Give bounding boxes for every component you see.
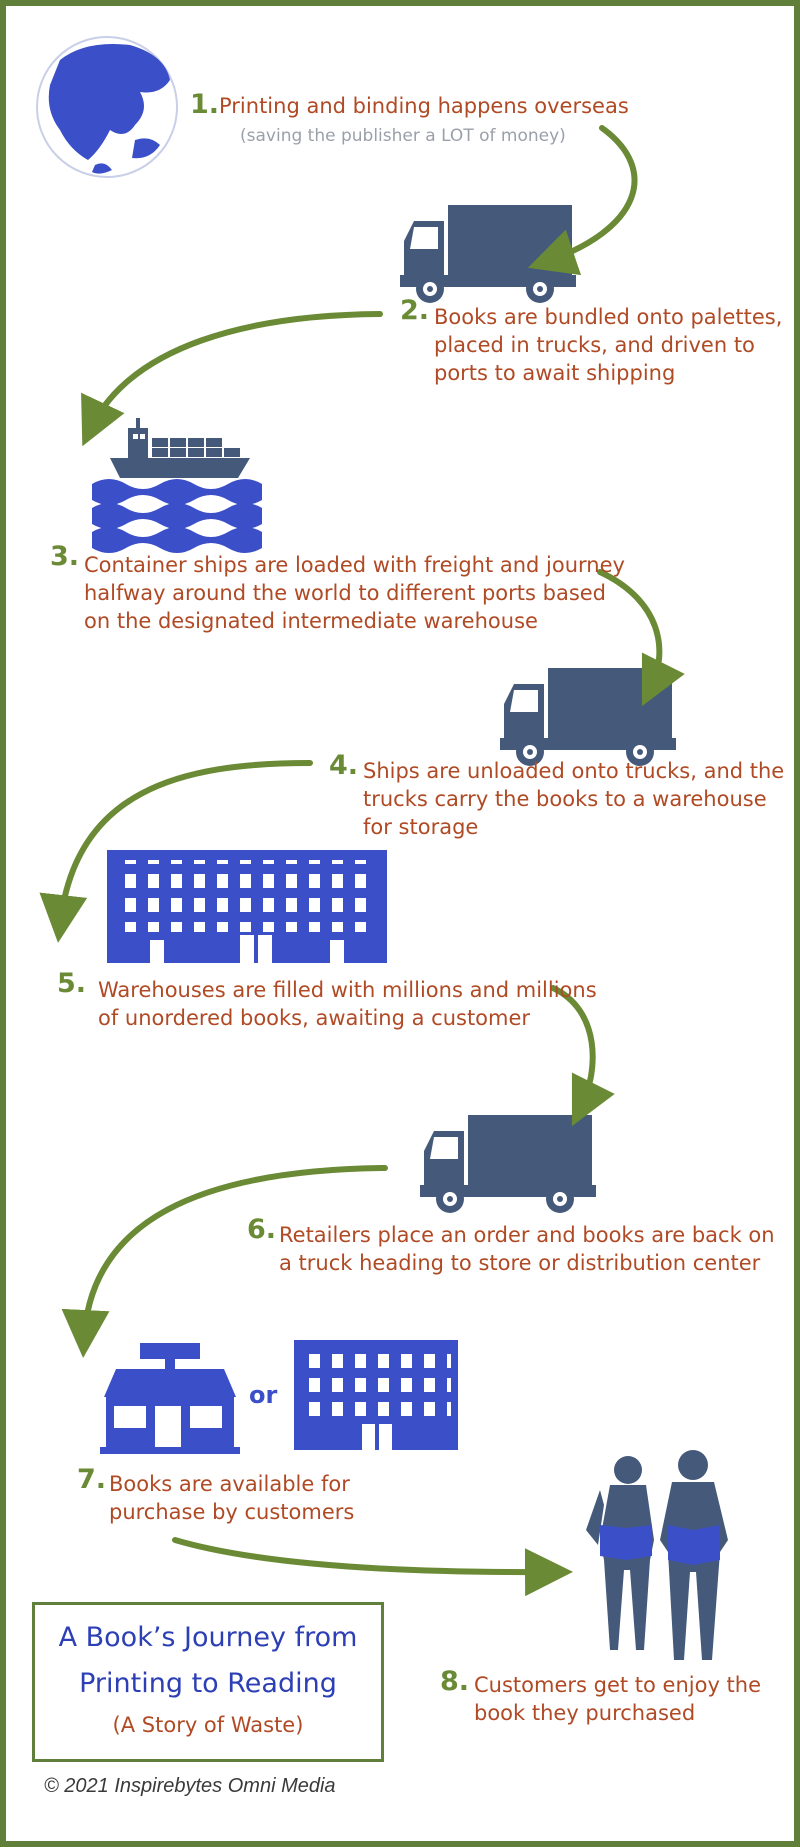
- step-text: placed in trucks, and driven to: [434, 333, 755, 357]
- storefront-icon: [100, 1343, 240, 1454]
- step-text: Books are bundled onto palettes,: [434, 305, 783, 329]
- step-number: 4.: [329, 750, 359, 781]
- step-number: 8.: [440, 1666, 470, 1697]
- people-reading-icon: [586, 1450, 728, 1660]
- truck-icon: [400, 205, 576, 303]
- step-text: of unordered books, awaiting a customer: [98, 1006, 531, 1030]
- flow-arrow: [61, 1165, 388, 1358]
- step-number: 7.: [77, 1464, 107, 1495]
- or-label: or: [249, 1381, 278, 1409]
- warehouse-icon: [294, 1340, 458, 1450]
- step-number: 6.: [247, 1214, 277, 1245]
- step-text: Container ships are loaded with freight …: [84, 553, 625, 577]
- truck-icon: [500, 668, 676, 766]
- step-text: Retailers place an order and books are b…: [279, 1223, 775, 1247]
- step-text: Books are available for: [109, 1472, 350, 1496]
- step-text: trucks carry the books to a warehouse: [363, 787, 767, 811]
- step-number: 3.: [50, 541, 80, 572]
- flow-arrow: [597, 569, 685, 707]
- flow-arrow: [527, 125, 638, 276]
- step-text: book they purchased: [474, 1701, 696, 1725]
- step-text: a truck heading to store or distribution…: [279, 1251, 761, 1275]
- copyright-notice: © 2021 Inspirebytes Omni Media: [44, 1775, 336, 1797]
- step-note: (saving the publisher a LOT of money): [240, 126, 566, 146]
- step-text: for storage: [363, 815, 479, 839]
- step-number: 5.: [57, 968, 87, 999]
- flow-arrow: [172, 1537, 573, 1597]
- truck-icon: [420, 1115, 596, 1213]
- container-ship-icon: [92, 418, 262, 553]
- step-text: purchase by customers: [109, 1500, 355, 1524]
- globe-icon: [36, 36, 178, 178]
- step-text: ports to await shipping: [434, 361, 676, 385]
- title-box: A Book’s Journey from Printing to Readin…: [32, 1602, 384, 1762]
- title-subtitle: (A Story of Waste): [112, 1713, 304, 1737]
- title-line: A Book’s Journey from: [58, 1622, 358, 1653]
- flow-arrow: [39, 760, 313, 943]
- step-number: 2.: [400, 295, 430, 326]
- step-text: Ships are unloaded onto trucks, and the: [363, 759, 785, 783]
- step-text: Printing and binding happens overseas: [219, 94, 629, 118]
- step-text: on the designated intermediate warehouse: [84, 609, 538, 633]
- step-number: 1.: [190, 89, 220, 120]
- step-text: Warehouses are filled with millions and …: [98, 978, 597, 1002]
- title-line: Printing to Reading: [79, 1668, 337, 1699]
- flow-arrow: [550, 985, 615, 1127]
- flow-arrow: [81, 311, 383, 447]
- step-text: halfway around the world to different po…: [84, 581, 607, 605]
- step-text: Customers get to enjoy the: [474, 1673, 762, 1697]
- warehouse-icon: [107, 850, 387, 963]
